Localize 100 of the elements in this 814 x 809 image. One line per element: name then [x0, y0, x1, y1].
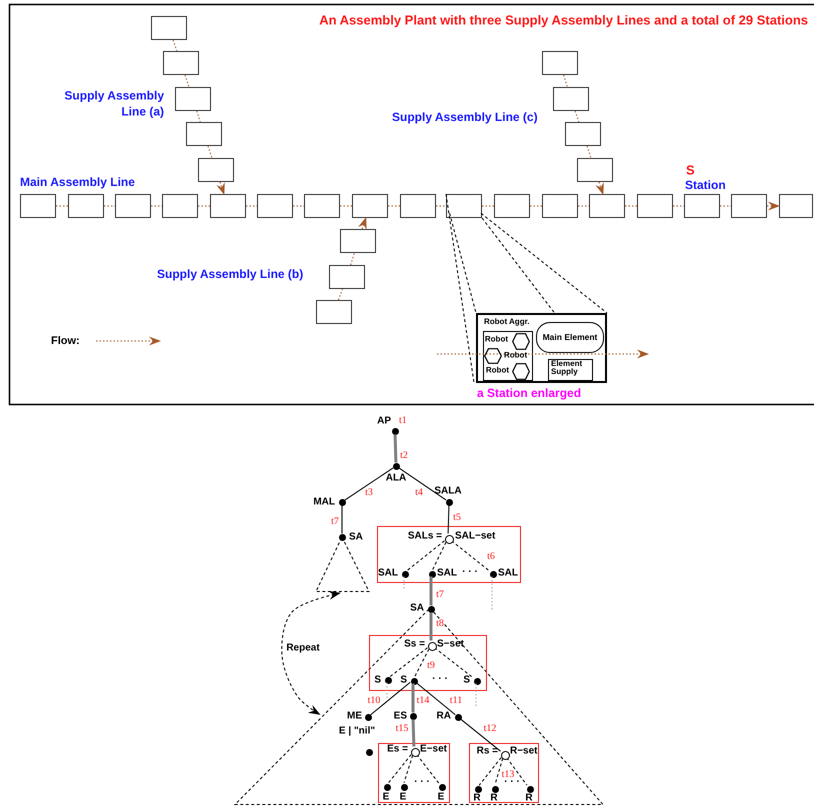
node-label: SA — [349, 532, 363, 542]
element-supply-box — [548, 359, 593, 381]
station-box — [577, 158, 613, 182]
symbol-label: S — [686, 162, 695, 178]
node-label: E — [382, 792, 390, 802]
line-label: Main Assembly Line — [20, 175, 135, 189]
node-label: S — [400, 674, 407, 686]
node-label: Es = — [387, 744, 408, 754]
node-label: a Station enlarged — [477, 386, 582, 400]
node-label: E | "nil" — [338, 726, 376, 736]
tree-edge — [412, 719, 416, 747]
node-label: AP — [377, 416, 391, 426]
tree-node-dot — [384, 676, 392, 684]
station-detail-box — [476, 313, 607, 383]
node-label: SAL — [437, 568, 457, 578]
line-label: Supply Assembly Line (c) — [392, 110, 538, 124]
tree-node-dot — [526, 786, 534, 792]
robot-label: Robot — [504, 350, 528, 360]
dashed-line — [506, 757, 528, 786]
tree-edge — [415, 682, 456, 716]
edge-label: t7 — [331, 517, 339, 527]
tree-node-dot — [474, 786, 482, 792]
dashed-line — [406, 540, 445, 572]
dashed-line — [208, 146, 212, 158]
edge-label: t3 — [365, 488, 373, 498]
node-label: SAL — [378, 568, 398, 578]
station-box — [731, 194, 767, 218]
edge-label: t5 — [453, 513, 461, 523]
dashed-line — [480, 212, 608, 314]
station-box — [542, 194, 578, 218]
line-label: Supply Assembly Line (b) — [157, 267, 304, 281]
station-box — [257, 194, 293, 218]
tree-edge — [430, 612, 432, 640]
arrow — [281, 590, 341, 715]
dashed-line — [386, 682, 388, 700]
dashed-line — [338, 288, 344, 300]
dashed-line — [478, 757, 502, 786]
main-element-box — [536, 322, 604, 353]
tree-node-dot — [446, 498, 452, 506]
tree-edge — [460, 718, 501, 752]
tree-node-dot — [438, 784, 446, 790]
station-box — [589, 194, 625, 218]
node-label: R−set — [510, 746, 538, 756]
node-label: SALs = — [408, 530, 442, 542]
set-box — [377, 526, 521, 583]
tree-edge — [398, 467, 447, 501]
dashed-line — [184, 74, 190, 88]
edge-label: t7 — [436, 590, 444, 600]
transition-label: t1 — [399, 416, 407, 426]
dashed-line — [449, 212, 476, 314]
station-box — [542, 51, 578, 75]
dashed-line — [563, 74, 568, 88]
group-heading: Robot Aggr. — [484, 318, 530, 326]
tree-edge — [412, 684, 414, 712]
edge-label: t2 — [400, 451, 408, 461]
dashed-line — [172, 40, 178, 52]
dashed-line — [446, 194, 475, 384]
dashed-line — [414, 648, 430, 678]
dashed-line — [482, 218, 556, 314]
station-box — [210, 194, 246, 218]
node-label: Ss = — [404, 638, 425, 650]
tree-node-dot — [364, 714, 372, 720]
station-box — [151, 16, 187, 40]
station-box — [304, 194, 340, 218]
edge-label: t15 — [396, 724, 408, 734]
node-label: E — [400, 792, 406, 802]
dashed-line — [574, 110, 580, 122]
station-box — [20, 194, 56, 218]
set-box — [369, 635, 487, 691]
set-node-circle — [428, 642, 436, 650]
node-label: ES — [394, 710, 407, 722]
station-box — [68, 194, 104, 218]
set-node-circle — [500, 750, 510, 760]
node-label: E — [438, 792, 444, 802]
station-box — [198, 158, 234, 182]
node-label: SALA — [434, 486, 462, 496]
dashed-line — [404, 754, 414, 784]
node-label: R — [473, 792, 481, 804]
arrow — [358, 217, 367, 230]
set-node-circle — [410, 748, 420, 756]
tree-node-dot — [366, 748, 372, 756]
tree-node-dot — [384, 784, 390, 790]
station-box — [352, 194, 388, 218]
node-label: Rs = — [476, 746, 498, 756]
node-label: S−set — [437, 638, 464, 650]
station-box — [316, 300, 352, 324]
edge-label: t11 — [450, 696, 462, 706]
station-box — [329, 265, 365, 289]
node-text: Element Supply — [551, 360, 584, 377]
robot-label: Robot — [486, 366, 509, 374]
station-box — [494, 194, 530, 218]
tree-node-dot — [492, 786, 498, 792]
dashed-line — [196, 110, 201, 122]
dashed-line — [586, 146, 592, 158]
set-box — [378, 743, 450, 803]
node-label: RA — [436, 710, 451, 722]
line-label: Station — [685, 178, 726, 192]
edge-label: t14 — [416, 696, 430, 706]
station-box — [163, 51, 199, 75]
tree-node-dot — [410, 678, 418, 684]
